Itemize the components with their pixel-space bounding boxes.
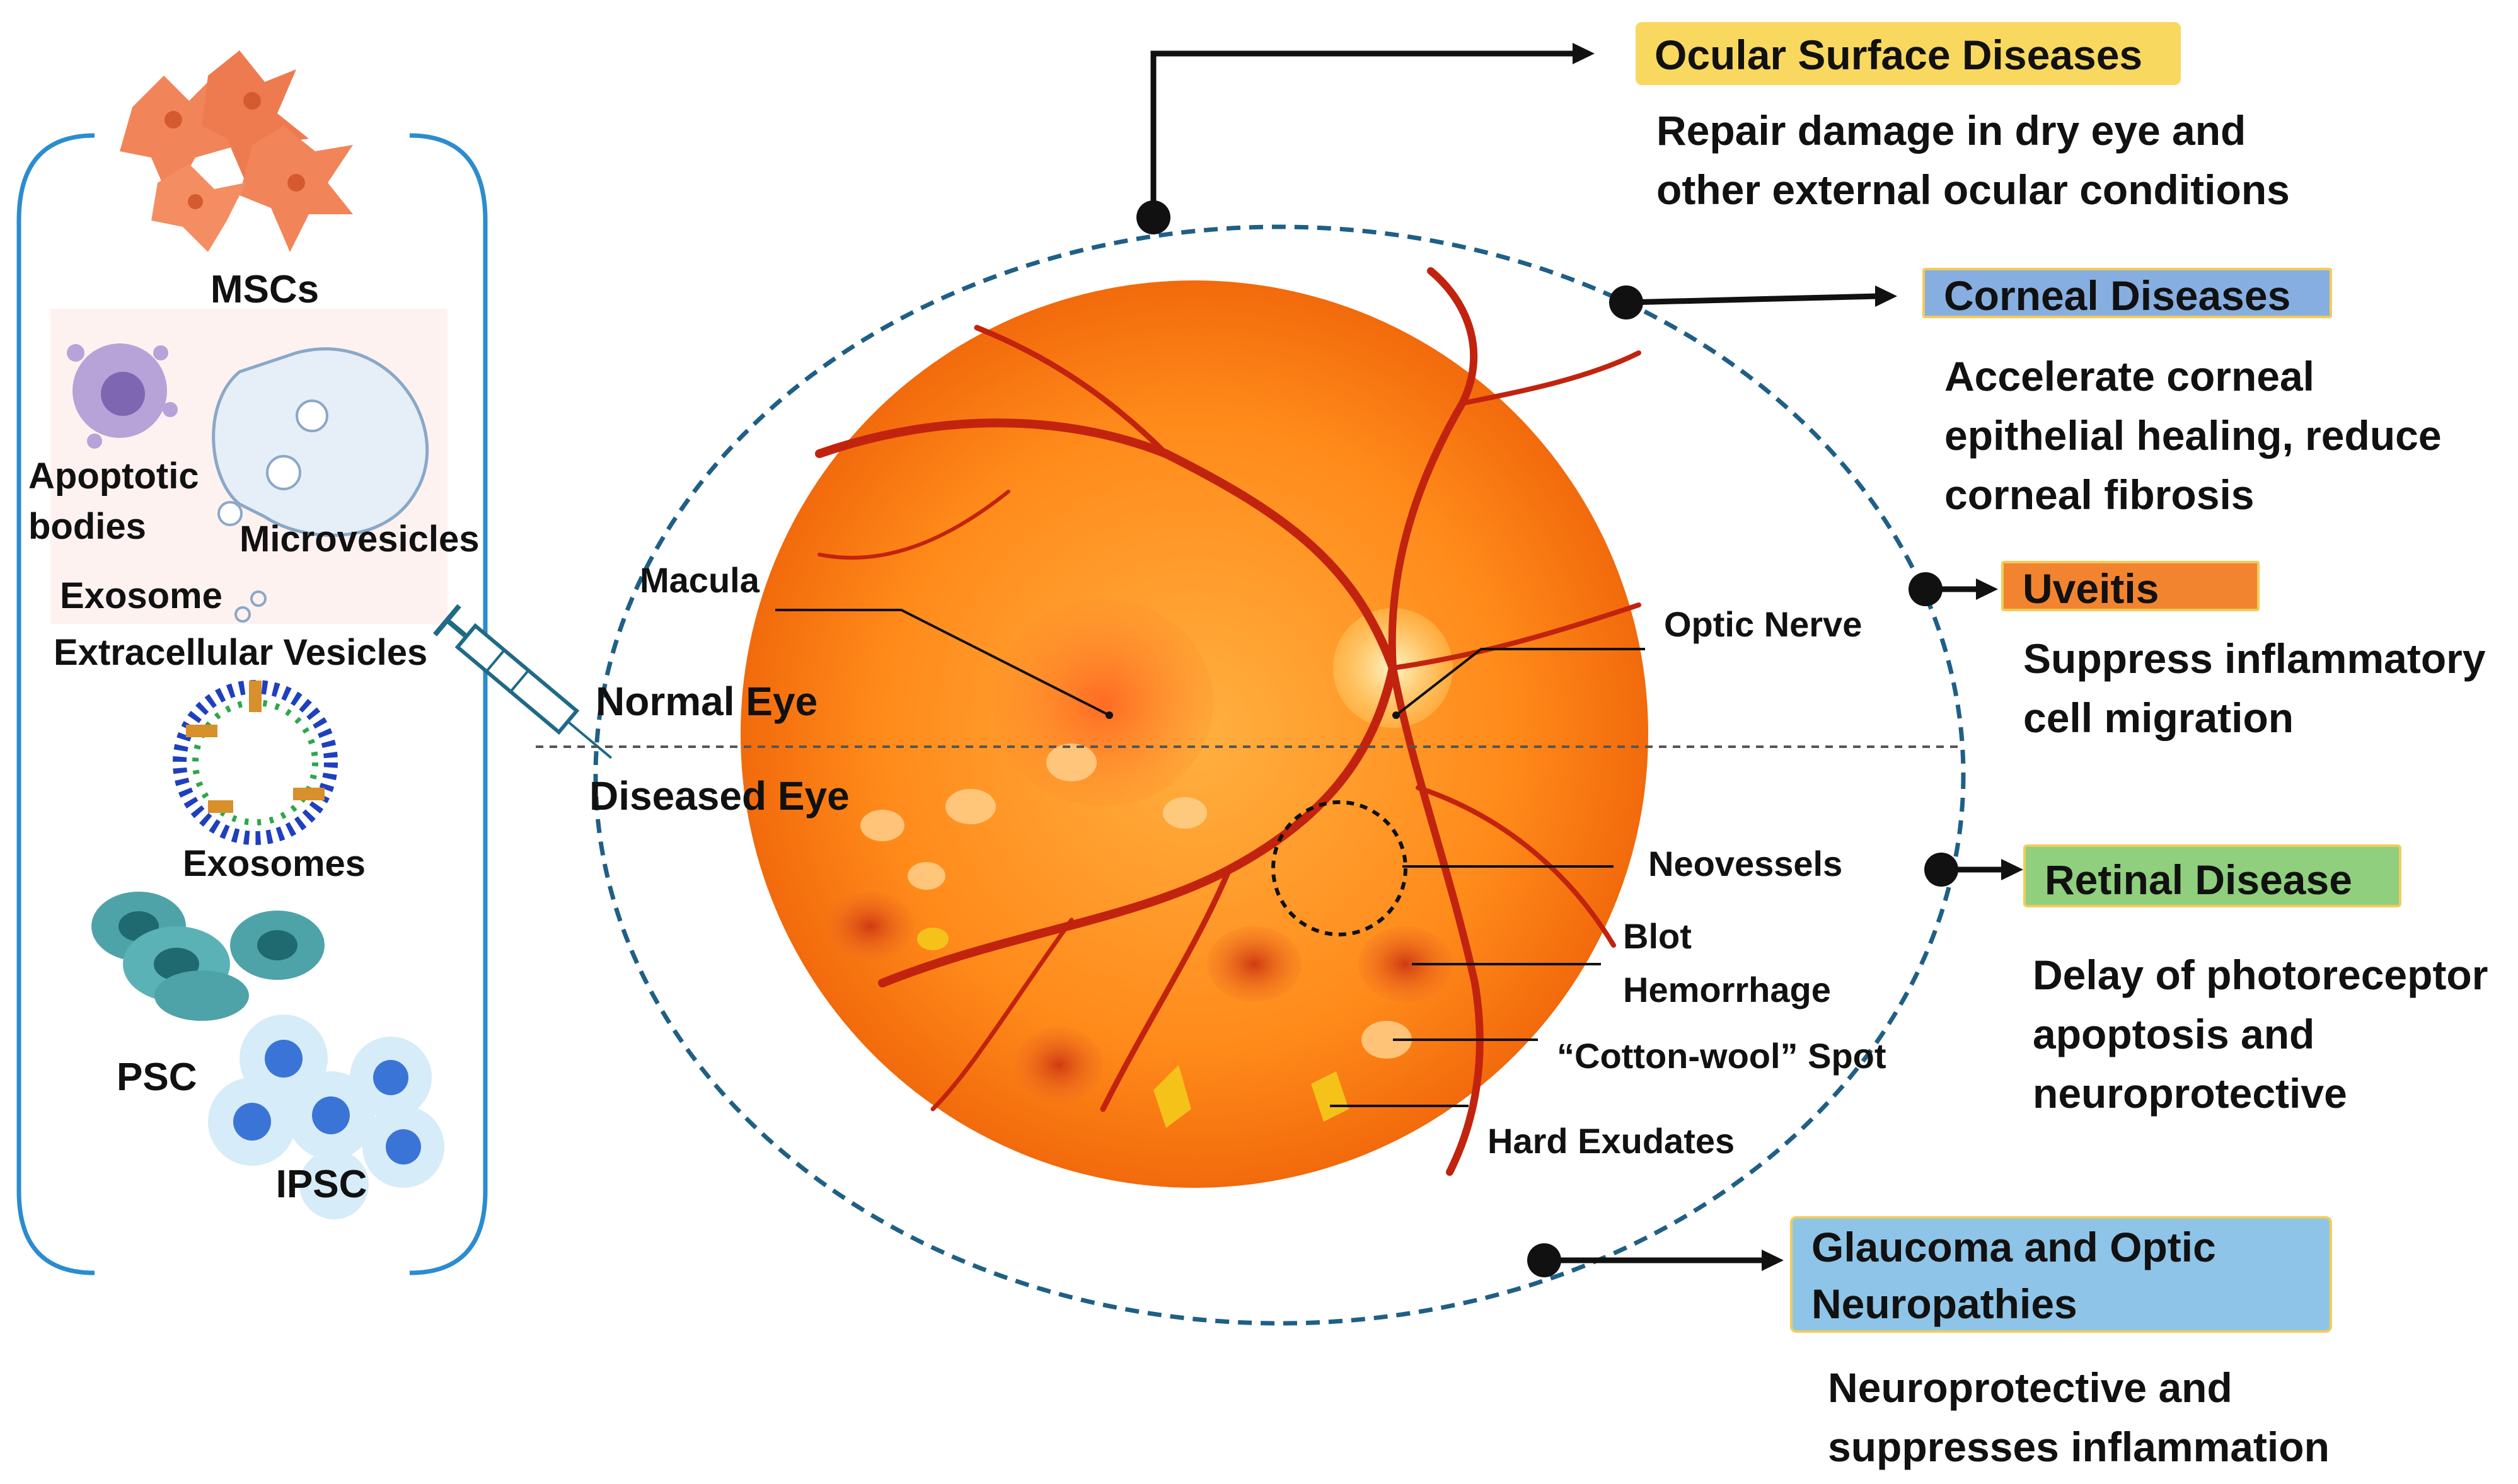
psc-cells-icon [91,892,325,1021]
neovessels-label: Neovessels [1648,844,1842,883]
cotton-wool-label: “Cotton-wool” Spot [1557,1036,1886,1076]
ipsc-label: IPSC [276,1163,367,1206]
retinal-desc-line1: Delay of photoreceptor [2033,952,2488,998]
ocular-surface-desc-line1: Repair damage in dry eye and [1656,107,2246,154]
right-bracket [409,133,488,1275]
corneal-box: Corneal Diseases [1922,268,2332,318]
glaucoma-title-line1: Glaucoma and Optic [1811,1224,2216,1270]
glaucoma-desc-line2: suppresses inflammation [1828,1424,2330,1470]
ipsc-cells-icon [208,1015,444,1219]
retinal-desc: Delay of photoreceptor apoptosis and neu… [2033,945,2488,1123]
uveitis-box: Uveitis [2001,561,2260,611]
apoptotic-label-line2: bodies [28,506,146,547]
retinal-box: Retinal Disease [2023,844,2401,907]
ocular-surface-title: Ocular Surface Diseases [1655,32,2143,78]
blot-label-line2: Hemorrhage [1623,970,1831,1009]
left-panel: MSCs Apoptotic bodies Microvesicles Exos… [16,50,488,1275]
connector-arrowheads [1573,43,2023,1271]
ocular-surface-box: Ocular Surface Diseases [1636,22,2181,85]
ocular-surface-desc-line2: other external ocular conditions [1656,166,2290,213]
ev-label: Extracellular Vesicles [54,632,427,673]
uveitis-desc-line1: Suppress inflammatory [2023,635,2486,682]
hard-exudates [917,928,1349,1128]
glaucoma-desc-line1: Neuroprotective and [1828,1364,2232,1411]
exosome-membrane-icon [173,680,338,845]
microvesicles-label: Microvesicles [240,519,479,560]
glaucoma-title-line2: Neuropathies [1811,1280,2077,1327]
apoptotic-body-icon [67,343,178,449]
exosome-dot-icon [250,590,267,607]
msc-cells-icon [120,50,353,252]
retinal-desc-line2: apoptosis and [2033,1011,2315,1057]
macula-pointer-dot [1106,711,1113,719]
optic-pointer-dot [1392,711,1400,719]
msc-label: MSCs [211,268,319,311]
cotton-wool-spots [860,744,1412,1059]
macula-label: Macula [640,560,760,600]
apoptotic-label-line1: Apoptotic [28,456,199,497]
uveitis-title: Uveitis [2023,565,2159,612]
glaucoma-box: Glaucoma and Optic Neuropathies [1790,1216,2332,1333]
blot-label-line1: Blot [1623,916,1692,956]
uveitis-desc: Suppress inflammatory cell migration [2023,629,2486,747]
hemorrhage-spots [826,892,1453,1103]
eye-outline [593,224,1966,1326]
optic-nerve-label: Optic Nerve [1664,604,1862,644]
hard-exudates-label: Hard Exudates [1487,1121,1735,1161]
parent-cell-icon [212,347,429,537]
glaucoma-desc: Neuroprotective and suppresses inflammat… [1828,1358,2330,1476]
ocular-surface-desc: Repair damage in dry eye and other exter… [1656,101,2290,219]
mvb-icon [266,455,301,490]
exosome-dot-icon [234,606,251,623]
retinal-desc-line3: neuroprotective [2033,1070,2347,1117]
diseased-eye-label: Diseased Eye [589,773,850,819]
exosomes-label: Exosomes [183,843,366,884]
connector-dots [1136,200,1958,1277]
corneal-desc: Accelerate corneal epithelial healing, r… [1944,347,2442,524]
psc-label: PSC [117,1055,197,1099]
corneal-desc-line3: corneal fibrosis [1944,471,2255,518]
blood-vessels [815,267,1641,1176]
annotation-leaders [775,609,1645,1107]
bud-icon [217,501,243,526]
exosome-label: Exosome [60,575,222,616]
vesicle-icon [296,400,328,432]
neovessel-circle [1271,800,1407,936]
left-bracket [16,133,95,1275]
corneal-desc-line1: Accelerate corneal [1944,353,2315,400]
syringe-icon [433,604,613,759]
macula-spot [993,599,1213,807]
normal-eye-label: Normal Eye [596,679,817,724]
corneal-desc-line2: epithelial healing, reduce [1944,412,2442,459]
corneal-title: Corneal Diseases [1944,272,2291,319]
retinal-title: Retinal Disease [2045,856,2352,903]
uveitis-desc-line2: cell migration [2023,694,2294,741]
